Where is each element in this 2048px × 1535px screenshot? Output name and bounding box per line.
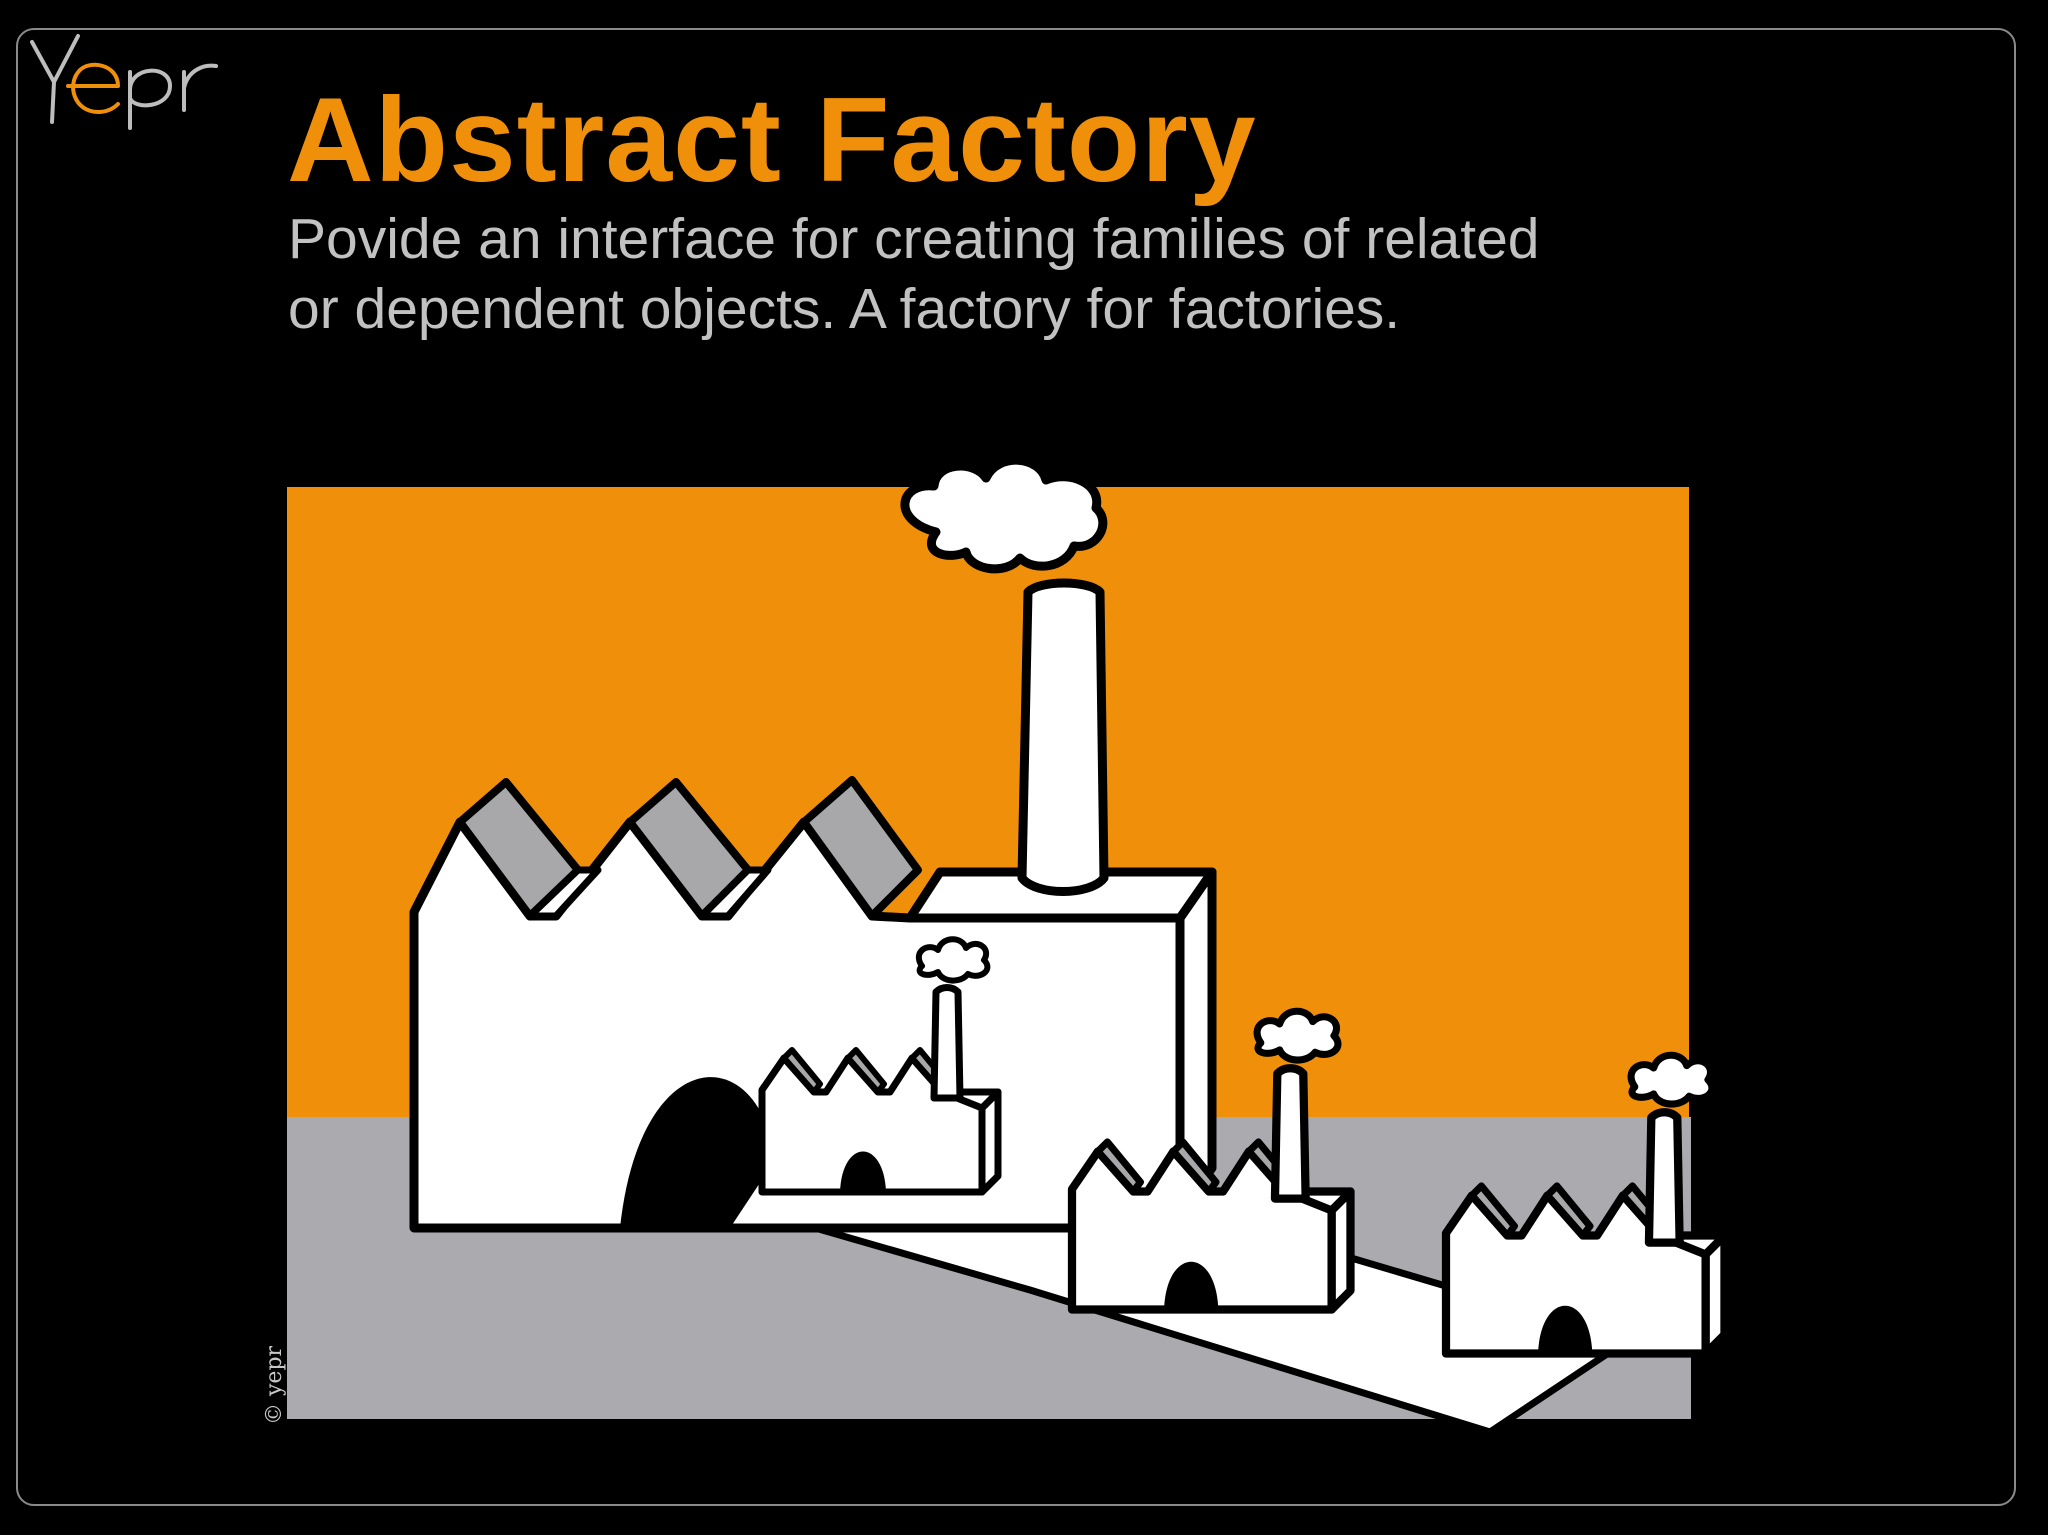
copyright-notice: © yepr bbox=[262, 1345, 287, 1425]
smoke-cloud-icon bbox=[900, 455, 1108, 574]
slide-title: Abstract Factory bbox=[287, 73, 1257, 207]
yepr-logo-icon bbox=[30, 34, 218, 130]
slide-subtitle: Povide an interface for creating familie… bbox=[288, 204, 1540, 344]
slide-frame bbox=[16, 28, 2016, 1506]
subtitle-line-1: Povide an interface for creating familie… bbox=[288, 207, 1540, 271]
subtitle-line-2: or dependent objects. A factory for fact… bbox=[288, 277, 1401, 341]
